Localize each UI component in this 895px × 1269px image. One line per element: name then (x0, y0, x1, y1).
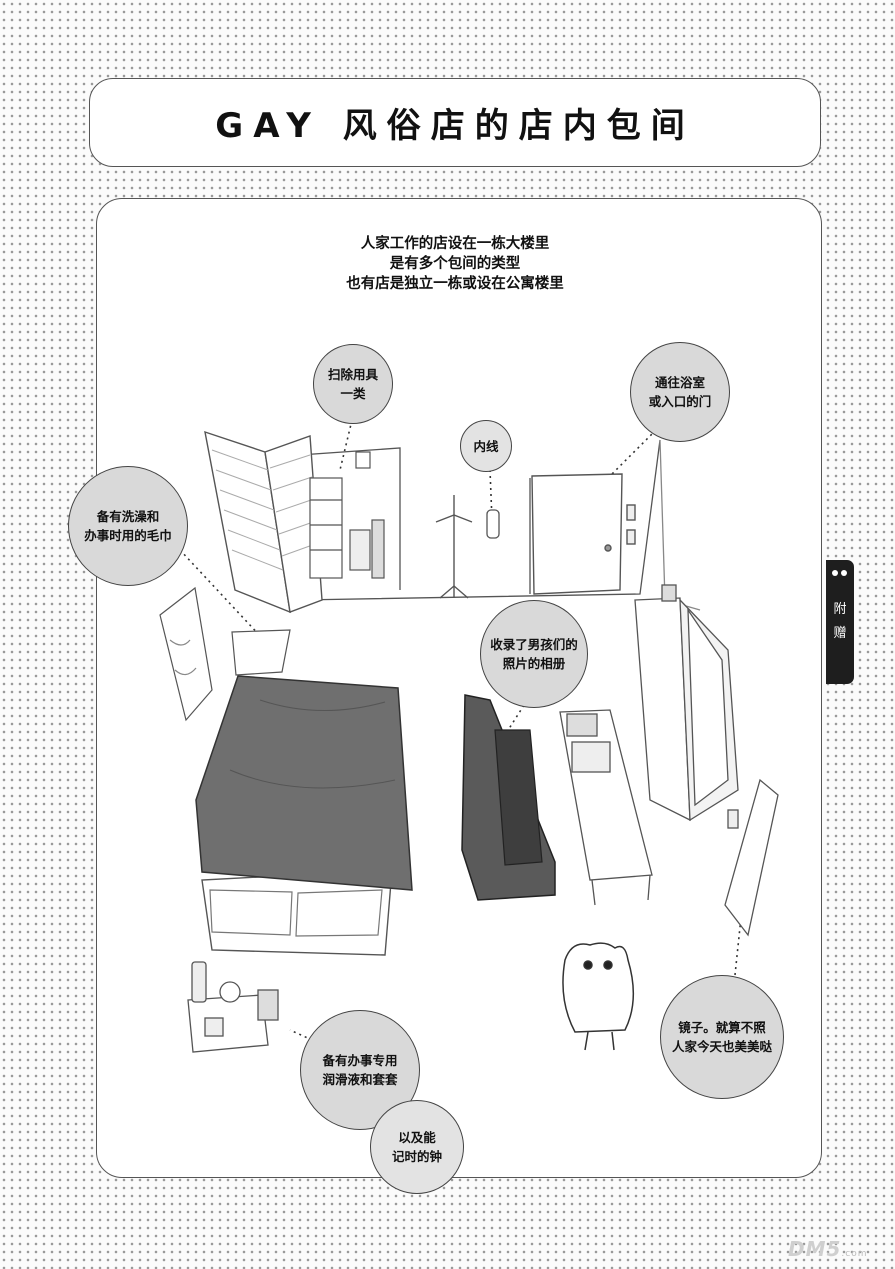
mascot-icon (562, 942, 635, 1051)
intro-text: 人家工作的店设在一栋大楼里 是有多个包间的类型 也有店是独立一栋或设在公寓楼里 (210, 234, 700, 294)
callout-line: 一类 (340, 386, 366, 401)
callout-cleaning-supplies: 扫除用具 一类 (313, 344, 393, 424)
intercom-icon (486, 509, 500, 539)
watermark-sub: .com (841, 1249, 868, 1259)
intro-line-3: 也有店是独立一栋或设在公寓楼里 (346, 276, 564, 292)
callout-line: 以及能 (398, 1130, 436, 1145)
watermark-main: DM5 (788, 1237, 842, 1261)
tab-dots-icon (832, 570, 847, 576)
table-icon (559, 709, 653, 906)
callout-clock: 以及能 记时的钟 (370, 1100, 464, 1194)
callout-line: 人家今天也美美哒 (671, 1039, 772, 1054)
callout-line: 或入口的门 (648, 394, 712, 409)
callout-towel: 备有洗澡和 办事时用的毛巾 (68, 466, 188, 586)
appendix-tab: 附 赠 (826, 560, 854, 684)
callout-line: 收录了男孩们的 (490, 637, 578, 652)
callout-album: 收录了男孩们的 照片的相册 (480, 600, 588, 708)
nightstand-icon (187, 961, 279, 1053)
callout-mirror: 镜子。就算不照 人家今天也美美哒 (660, 975, 784, 1099)
coat-rack-icon (435, 495, 473, 599)
intro-line-2: 是有多个包间的类型 (389, 256, 521, 272)
bed-icon (195, 675, 413, 956)
callout-line: 镜子。就算不照 (678, 1020, 766, 1035)
callout-intercom: 内线 (460, 420, 512, 472)
page-title: GAY 风俗店的店内包间 (215, 106, 695, 146)
tab-label-2: 赠 (833, 626, 847, 641)
mirror-icon (724, 778, 779, 937)
screen-icon (204, 430, 323, 614)
callout-line: 润滑液和套套 (322, 1072, 398, 1087)
callout-line: 备有洗澡和 (96, 509, 160, 524)
tab-label-1: 附 (833, 602, 847, 617)
tv-stand-icon (634, 584, 739, 822)
door-icon (531, 473, 636, 595)
callout-line: 记时的钟 (391, 1149, 442, 1164)
callout-line: 备有办事专用 (322, 1053, 398, 1068)
watermark-logo: DM5.com (788, 1237, 868, 1261)
callout-line: 照片的相册 (502, 656, 566, 671)
title-box: GAY 风俗店的店内包间 (89, 78, 821, 167)
intro-line-1: 人家工作的店设在一栋大楼里 (360, 236, 550, 252)
callout-line: 扫除用具 (327, 367, 378, 382)
callout-line: 内线 (473, 438, 499, 454)
callout-line: 通往浴室 (654, 375, 705, 390)
callout-line: 办事时用的毛巾 (84, 528, 172, 543)
callout-door: 通往浴室 或入口的门 (630, 342, 730, 442)
sofa-icon (461, 694, 556, 901)
